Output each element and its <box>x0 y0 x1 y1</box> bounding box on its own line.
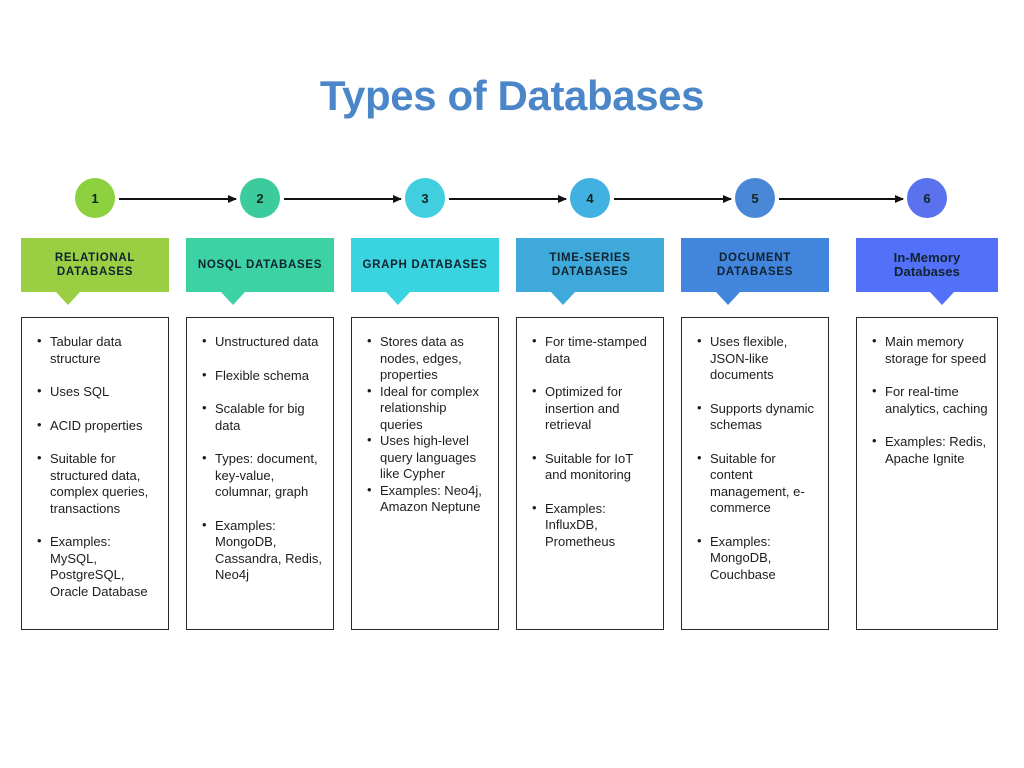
step-circle-3[interactable]: 3 <box>405 178 445 218</box>
step-number: 5 <box>751 190 759 206</box>
card-relational-databases: Tabular data structureUses SQL ACID prope… <box>21 317 169 630</box>
bullet-list: Stores data as nodes, edges, propertiesI… <box>360 333 490 516</box>
arrow-head <box>228 194 237 203</box>
banner-label: Time-Series Databases <box>549 252 631 278</box>
list-item: Uses SQL <box>37 383 160 401</box>
banner-pointer-graph-databases <box>386 292 410 305</box>
page-title: Types of Databases <box>319 72 705 119</box>
step-circle-2[interactable]: 2 <box>240 178 280 218</box>
list-item: Types: document, key-value, columnar, gr… <box>202 450 325 501</box>
list-item: ACID properties <box>37 417 160 435</box>
bullet-list: Main memory storage for speedFor real-ti… <box>865 333 989 467</box>
list-item: Examples: Redis, Apache Ignite <box>872 433 989 467</box>
list-item: Suitable for IoT and monitoring <box>532 450 655 484</box>
right-arrow-icon <box>284 194 402 203</box>
step-number: 6 <box>923 190 931 206</box>
list-item: Flexible schema <box>202 367 325 385</box>
banner-label: NoSQL Databases <box>197 259 323 271</box>
bullet-list: Unstructured dataFlexible schemaScalable… <box>195 333 325 584</box>
list-item: Suitable for content management, e-comme… <box>697 450 820 517</box>
right-arrow-icon <box>779 194 904 203</box>
banner-pointer-in-memory-databases <box>930 292 954 305</box>
list-item: Stores data as nodes, edges, properties <box>367 333 490 384</box>
bullet-list: Uses flexible, JSON-like documentsSuppor… <box>690 333 820 584</box>
arrow-shaft <box>779 198 903 200</box>
banner-label: Document Databases <box>716 252 794 278</box>
list-item: Uses high-level query languages like Cyp… <box>367 432 490 483</box>
right-arrow-icon <box>614 194 732 203</box>
step-number: 1 <box>91 190 99 206</box>
banner-pointer-time-series-databases <box>551 292 575 305</box>
list-item: Examples: Neo4j, Amazon Neptune <box>367 482 490 516</box>
banner-nosql-databases[interactable]: NoSQL Databases <box>186 238 334 292</box>
arrow-head <box>723 194 732 203</box>
list-item: Examples: MongoDB, Cassandra, Redis, Neo… <box>202 517 325 584</box>
list-item: Examples: MongoDB, Couchbase <box>697 533 820 584</box>
list-item: Unstructured data <box>202 333 325 351</box>
banner-label: Relational Databases <box>54 252 136 278</box>
step-circle-4[interactable]: 4 <box>570 178 610 218</box>
arrow-shaft <box>119 198 236 200</box>
list-item: Suitable for structured data, complex qu… <box>37 450 160 517</box>
list-item: For time-stamped data <box>532 333 655 367</box>
right-arrow-icon <box>449 194 567 203</box>
banner-document-databases[interactable]: Document Databases <box>681 238 829 292</box>
bullet-list: Tabular data structureUses SQL ACID prope… <box>30 333 160 600</box>
step-number: 3 <box>421 190 429 206</box>
list-item: Uses flexible, JSON-like documents <box>697 333 820 384</box>
step-number: 4 <box>586 190 594 206</box>
arrow-shaft <box>284 198 401 200</box>
banner-pointer-document-databases <box>716 292 740 305</box>
step-circle-6[interactable]: 6 <box>907 178 947 218</box>
banner-time-series-databases[interactable]: Time-Series Databases <box>516 238 664 292</box>
arrow-head <box>393 194 402 203</box>
card-document-databases: Uses flexible, JSON-like documentsSuppor… <box>681 317 829 630</box>
list-item: Ideal for complex relationship queries <box>367 383 490 434</box>
banner-pointer-nosql-databases <box>221 292 245 305</box>
step-circle-5[interactable]: 5 <box>735 178 775 218</box>
right-arrow-icon <box>119 194 237 203</box>
arrow-shaft <box>449 198 566 200</box>
list-item: Supports dynamic schemas <box>697 400 820 434</box>
list-item: Scalable for big data <box>202 400 325 434</box>
arrow-head <box>895 194 904 203</box>
card-in-memory-databases: Main memory storage for speedFor real-ti… <box>856 317 998 630</box>
card-nosql-databases: Unstructured dataFlexible schemaScalable… <box>186 317 334 630</box>
arrow-head <box>558 194 567 203</box>
banner-pointer-relational-databases <box>56 292 80 305</box>
bullet-list: For time-stamped dataOptimized for inser… <box>525 333 655 551</box>
banner-graph-databases[interactable]: Graph Databases <box>351 238 499 292</box>
step-circle-1[interactable]: 1 <box>75 178 115 218</box>
step-number: 2 <box>256 190 264 206</box>
card-time-series-databases: For time-stamped dataOptimized for inser… <box>516 317 664 630</box>
list-item: Examples: MySQL, PostgreSQL, Oracle Data… <box>37 533 160 600</box>
list-item: For real-time analytics, caching <box>872 383 989 417</box>
arrow-shaft <box>614 198 731 200</box>
banner-in-memory-databases[interactable]: In-Memory Databases <box>856 238 998 292</box>
list-item: Main memory storage for speed <box>872 333 989 367</box>
list-item: Examples: InfluxDB, Prometheus <box>532 500 655 551</box>
list-item: Optimized for insertion and retrieval <box>532 383 655 434</box>
banner-label: In-Memory Databases <box>893 250 961 279</box>
step-flow-strip: 1 2 3 4 5 6 <box>21 178 998 220</box>
card-graph-databases: Stores data as nodes, edges, propertiesI… <box>351 317 499 630</box>
banner-label: Graph Databases <box>362 259 488 271</box>
banner-relational-databases[interactable]: Relational Databases <box>21 238 169 292</box>
list-item: Tabular data structure <box>37 333 160 367</box>
